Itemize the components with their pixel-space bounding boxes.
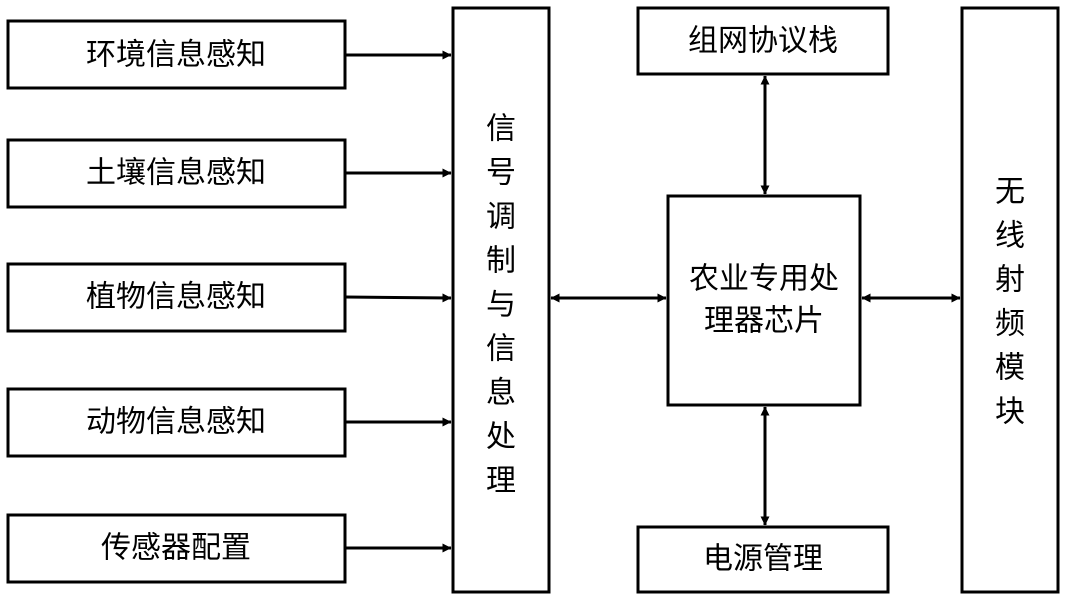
processor-chip-label-line1: 农业专用处: [689, 262, 839, 297]
signal-processing-block: 信 号 调 制 与 信 息 处 理: [451, 6, 551, 594]
signal-processing-char: 处: [486, 420, 516, 455]
power-management-block: 电源管理: [636, 525, 890, 594]
rf-module-char: 频: [995, 307, 1025, 342]
sensor-config-block: 传感器配置: [6, 513, 347, 584]
signal-processing-char: 理: [486, 464, 516, 499]
rf-module-char: 无: [995, 175, 1025, 210]
signal-processing-char: 与: [486, 288, 516, 323]
processor-chip-label-line2: 理器芯片: [704, 304, 824, 339]
environment-sensing-label: 环境信息感知: [86, 38, 266, 73]
power-management-label: 电源管理: [703, 542, 823, 577]
signal-processing-char: 制: [486, 244, 516, 279]
environment-sensing-block: 环境信息感知: [6, 19, 347, 90]
rf-module-char: 射: [995, 263, 1025, 298]
signal-processing-char: 信: [486, 112, 516, 147]
rf-module-char: 线: [995, 219, 1025, 254]
plant-sensing-label: 植物信息感知: [86, 280, 266, 315]
plant-sensing-block: 植物信息感知: [6, 262, 347, 333]
signal-processing-char: 息: [486, 376, 516, 411]
soil-sensing-block: 土壤信息感知: [6, 138, 347, 209]
network-stack-block: 组网协议栈: [636, 6, 890, 76]
signal-processing-char: 号: [486, 156, 516, 191]
signal-processing-char: 调: [486, 200, 516, 235]
soil-sensing-label: 土壤信息感知: [86, 156, 266, 191]
rf-module-block: 无 线 射 频 模 块: [960, 6, 1060, 594]
animal-sensing-block: 动物信息感知: [6, 387, 347, 458]
network-stack-label: 组网协议栈: [688, 24, 838, 59]
rf-module-char: 块: [995, 395, 1025, 430]
animal-sensing-label: 动物信息感知: [86, 405, 266, 440]
signal-processing-char: 信: [486, 332, 516, 367]
processor-chip-block: 农业专用处 理器芯片: [666, 194, 862, 407]
arrow-plant-to-signal: [344, 293, 452, 303]
rf-module-char: 模: [995, 351, 1025, 386]
sensor-config-label: 传感器配置: [101, 531, 251, 566]
